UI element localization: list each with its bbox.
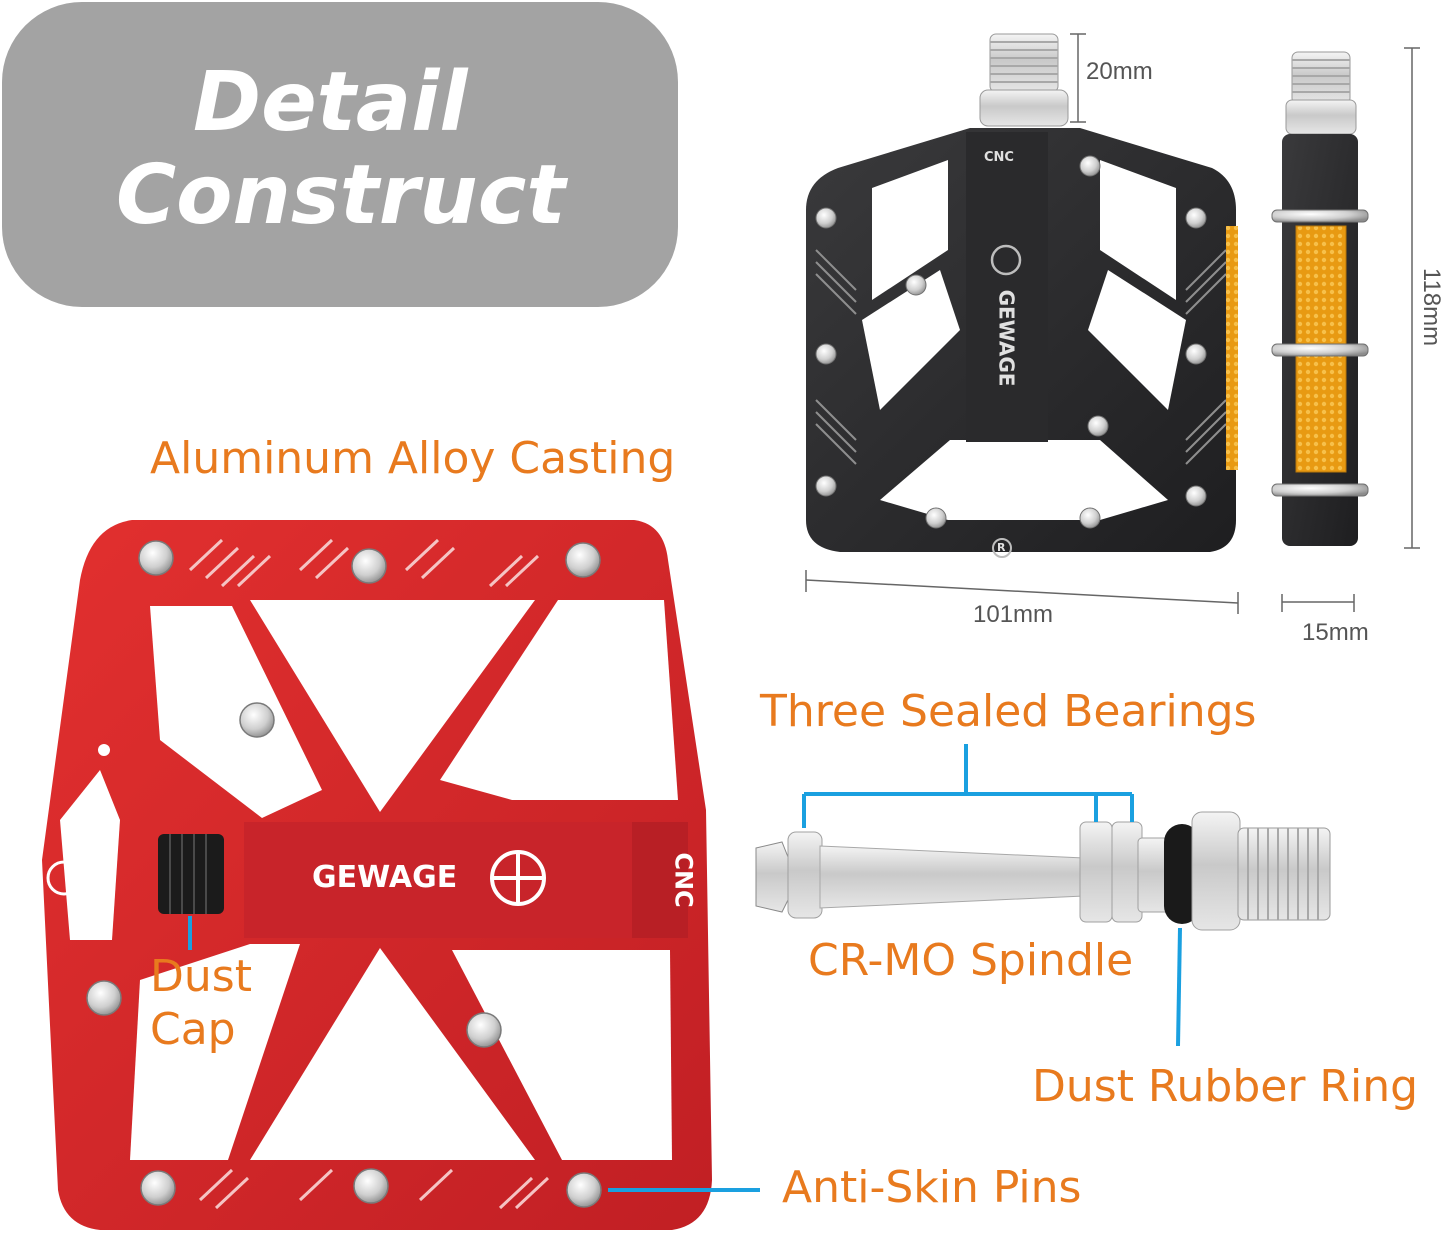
callout-aluminum-alloy-casting: Aluminum Alloy Casting [150, 433, 676, 484]
dimension-thickness: 15mm [1302, 619, 1369, 646]
black-registered-mark: R [997, 541, 1006, 554]
red-cnc-mark: CNC [669, 852, 698, 908]
title-line-1: Detail [193, 55, 468, 150]
black-pedal-side-view [1271, 51, 1369, 546]
dimension-height: 118mm [1418, 267, 1444, 347]
black-cnc-mark: CNC [984, 150, 1014, 165]
red-brand-mark: GEWAGE [312, 860, 458, 895]
spindle [755, 811, 1331, 931]
dimension-thread-length: 20mm [1086, 58, 1153, 85]
leader-lines [188, 744, 1182, 1192]
title-line-2: Construct [116, 148, 566, 243]
callout-anti-skin-pins: Anti-Skin Pins [782, 1162, 1082, 1213]
dimension-width: 101mm [973, 601, 1054, 628]
red-pedal [42, 520, 712, 1230]
black-pedal-top-view [806, 33, 1238, 558]
callout-dust-rubber-ring: Dust Rubber Ring [1032, 1061, 1419, 1112]
callout-cr-mo-spindle: CR-MO Spindle [808, 935, 1134, 986]
title-banner [2, 2, 678, 307]
dimension-lines [805, 33, 1420, 614]
callout-dust-cap-line-2: Cap [150, 1004, 236, 1055]
callout-dust-cap-line-1: Dust [150, 951, 252, 1002]
black-brand-mark: GEWAGE [994, 289, 1019, 387]
callout-three-sealed-bearings: Three Sealed Bearings [760, 686, 1257, 737]
